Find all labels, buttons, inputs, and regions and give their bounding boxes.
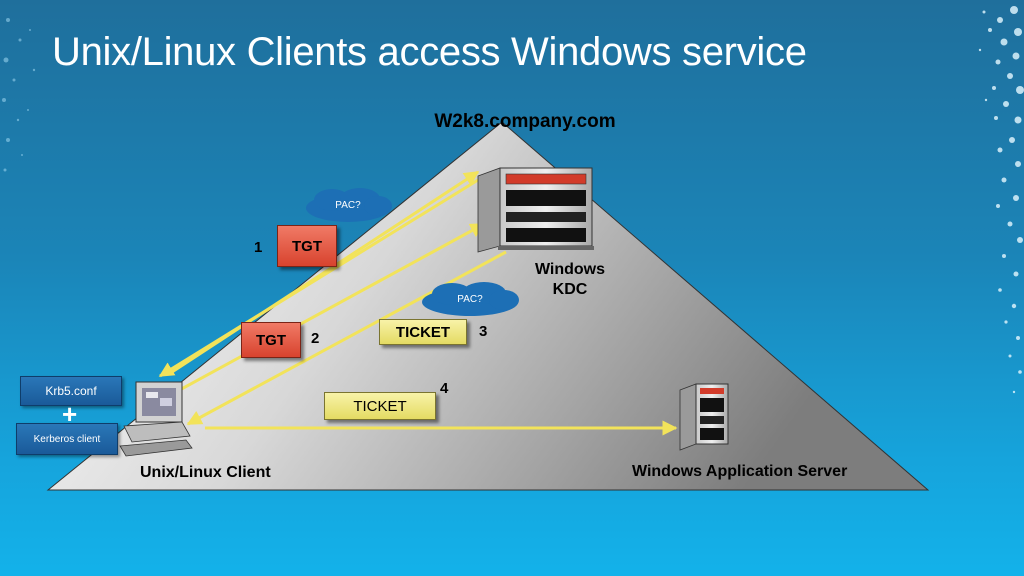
kdc-label: Windows KDC [520, 260, 620, 300]
tgt-token-step2: TGT [241, 322, 301, 358]
pac-cloud-3-text: PAC? [457, 293, 483, 305]
step-number-1: 1 [254, 239, 263, 256]
domain-label: W2k8.company.com [434, 111, 616, 132]
kdc-label-line1: Windows [534, 261, 606, 278]
ticket-token-step4: TICKET [324, 392, 436, 420]
app-server-label: Windows Application Server [632, 463, 848, 480]
arrow-step2 [175, 222, 486, 394]
krb5-conf-box: Krb5.conf [20, 376, 122, 406]
ticket-token-step3: TICKET [379, 319, 467, 345]
kdc-server-icon [477, 167, 594, 253]
cloud-icon [422, 282, 519, 316]
step-number-4: 4 [440, 380, 449, 397]
client-label: Unix/Linux Client [140, 464, 271, 481]
step-number-3: 3 [479, 323, 488, 340]
arrow-step1-response [158, 178, 479, 378]
page-title: Unix/Linux Clients access Windows servic… [52, 30, 807, 74]
kerberos-client-box: Kerberos client [16, 423, 118, 455]
arrow-step3 [186, 250, 507, 426]
left-dot-pattern [2, 18, 36, 172]
pac-cloud-3: PAC? [418, 280, 522, 318]
pac-cloud-1: PAC? [302, 186, 394, 224]
pac-cloud-1-text: PAC? [335, 199, 361, 211]
app-server-icon [679, 383, 729, 451]
step-number-2: 2 [311, 330, 320, 347]
plus-icon: + [62, 399, 78, 429]
kdc-label-line2: KDC [552, 281, 588, 298]
right-dot-pattern [978, 6, 1024, 394]
client-computer-icon [119, 381, 193, 457]
tgt-token-step1: TGT [277, 225, 337, 267]
cloud-icon [306, 188, 392, 222]
